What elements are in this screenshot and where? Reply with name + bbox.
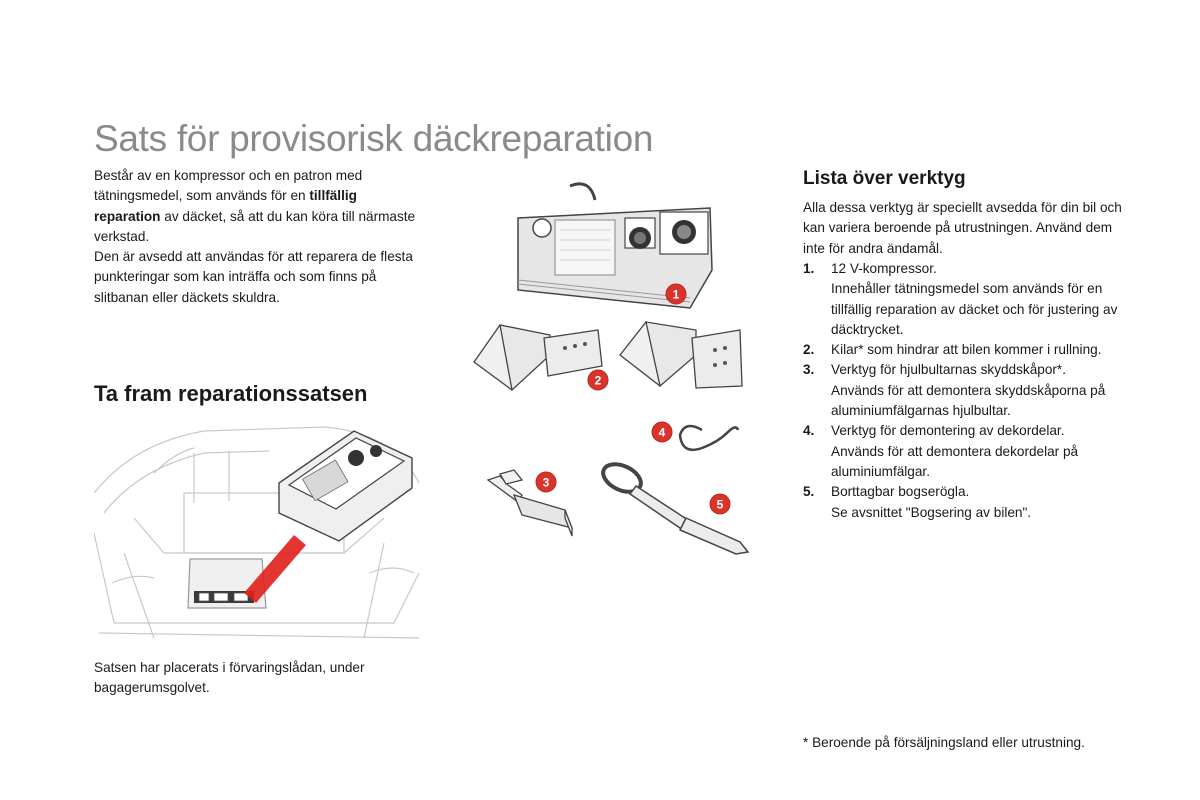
compressor-icon	[517, 182, 713, 309]
svg-text:3: 3	[543, 476, 550, 490]
hub-cap-tool-icon	[486, 469, 574, 537]
list-item: 3. Verktyg för hjulbultarnas skyddskåpor…	[803, 362, 1106, 419]
wheel-chock-icon	[473, 321, 743, 392]
list-item: 1. 12 V-kompressor. Innehåller tätningsm…	[803, 261, 1118, 337]
towing-eye-icon	[601, 462, 750, 555]
tools-heading: Lista över verktyg	[803, 168, 966, 189]
tool-list: 1. 12 V-kompressor. Innehåller tätningsm…	[803, 259, 1133, 523]
badge-3: 3	[535, 471, 557, 493]
retrieve-caption: Satsen har placerats i förvaringslådan, …	[94, 660, 365, 696]
page-title: Sats för provisorisk däckreparation	[94, 118, 654, 159]
trim-removal-hook-icon	[678, 424, 740, 452]
list-item: 2. Kilar* som hindrar att bilen kommer i…	[803, 342, 1102, 358]
intro-emphasis: tillfällig reparation	[94, 188, 357, 224]
car-boot-icon	[94, 426, 420, 639]
intro-paragraph-2: Den är avsedd att användas för att repar…	[94, 249, 413, 305]
badge-5: 5	[709, 493, 731, 515]
svg-text:4: 4	[659, 426, 666, 440]
badge-2: 2	[587, 369, 609, 391]
tools-intro: Alla dessa verktyg är speciellt avsedda …	[803, 200, 1122, 256]
intro-text: Består av en kompressor och en patron me…	[94, 166, 424, 308]
badge-4: 4	[651, 421, 673, 443]
svg-text:2: 2	[595, 374, 602, 388]
list-item: 4. Verktyg för demontering av dekordelar…	[803, 423, 1079, 479]
svg-text:5: 5	[717, 498, 724, 512]
footnote: * Beroende på försäljningsland eller utr…	[803, 735, 1085, 750]
intro-paragraph-1: Består av en kompressor och en patron me…	[94, 168, 416, 244]
svg-text:1: 1	[673, 288, 680, 302]
tool-kit-illustration: 1 2 4 3 5	[473, 182, 750, 555]
badge-1: 1	[665, 283, 687, 305]
retrieve-heading: Ta fram reparationssatsen	[94, 381, 368, 406]
list-item: 5. Borttagbar bogserögla. Se avsnittet "…	[803, 484, 1032, 520]
